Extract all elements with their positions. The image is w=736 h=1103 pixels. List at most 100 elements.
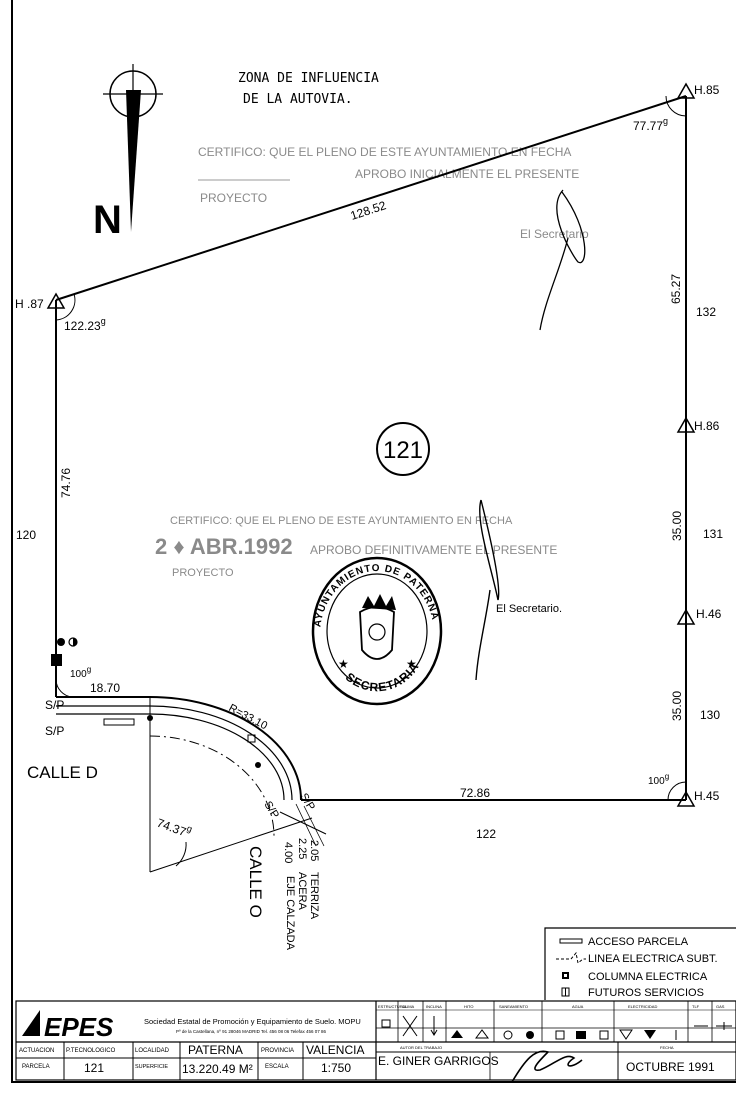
neighbor-131: 131 bbox=[703, 527, 723, 541]
dim-right-bot: 35.00 bbox=[670, 691, 684, 721]
water-icon bbox=[576, 1031, 586, 1039]
svg-text:AYUNTAMIENTO DE PATERNA: AYUNTAMIENTO DE PATERNA bbox=[312, 563, 440, 628]
hito-icon bbox=[451, 1030, 463, 1038]
vertex-triangle-icon bbox=[676, 416, 696, 433]
faint-date: 2 ♦ ABR.1992 bbox=[155, 534, 293, 559]
vertex-triangle-icon bbox=[676, 82, 696, 99]
dim-right-top: 65.27 bbox=[669, 274, 683, 304]
sp-label: S/P bbox=[45, 698, 64, 712]
hito-icon bbox=[475, 1029, 489, 1039]
svg-text:AGUA: AGUA bbox=[572, 1004, 584, 1009]
angle-sw: 100g bbox=[70, 665, 91, 680]
dim-bottom: 72.86 bbox=[460, 786, 490, 800]
future-services-marker-icon bbox=[247, 734, 256, 743]
street-section: 2.05 2.25 4.00 TERRIZA ACERA EJE CALZADA bbox=[282, 838, 320, 951]
incline-icon bbox=[430, 1016, 438, 1036]
gas-icon bbox=[716, 1022, 732, 1030]
svg-text:FUTUROS SERVICIOS: FUTUROS SERVICIOS bbox=[588, 987, 704, 999]
vertex-triangle-icon bbox=[676, 608, 696, 625]
cable-legend-icon bbox=[556, 951, 586, 964]
zone-label-line2: DE LA AUTOVIA. bbox=[243, 92, 353, 107]
water-icon bbox=[599, 1030, 609, 1040]
water-icon bbox=[555, 1030, 565, 1040]
svg-text:★: ★ bbox=[406, 657, 417, 671]
svg-text:SUPERFICIE: SUPERFICIE bbox=[135, 1064, 168, 1070]
svg-text:ACERA: ACERA bbox=[296, 872, 308, 911]
neighbor-130: 130 bbox=[700, 708, 720, 722]
svg-text:COLUMNA ELECTRICA: COLUMNA ELECTRICA bbox=[588, 971, 708, 983]
svg-text:ACCESO PARCELA: ACCESO PARCELA bbox=[588, 936, 689, 948]
north-needle-icon bbox=[126, 90, 141, 232]
structure-icon bbox=[381, 1019, 391, 1028]
vertex-h45: H.45 bbox=[694, 789, 720, 803]
dim-stub: 18.70 bbox=[90, 681, 120, 695]
vertex-h87: H .87 bbox=[15, 297, 44, 311]
svg-text:CLIMA: CLIMA bbox=[402, 1004, 415, 1009]
certificate-top: CERTIFICO: QUE EL PLENO DE ESTE AYUNTAMI… bbox=[198, 145, 589, 331]
neighbor-132: 132 bbox=[696, 305, 716, 319]
sp-label: S/P bbox=[261, 799, 281, 820]
sewer-icon bbox=[526, 1031, 534, 1039]
electric-column-icon bbox=[51, 654, 62, 666]
parcel-number-circle bbox=[376, 422, 430, 476]
neighbor-120: 120 bbox=[16, 528, 36, 542]
localidad-value: PATERNA bbox=[188, 1043, 243, 1057]
north-arrow: N bbox=[93, 64, 163, 242]
svg-text:PROYECTO: PROYECTO bbox=[200, 191, 267, 205]
street-d-label: CALLE D bbox=[27, 763, 98, 782]
svg-text:FECHA: FECHA bbox=[660, 1045, 674, 1050]
sp-label: S/P bbox=[45, 724, 64, 738]
parcel-boundary bbox=[55, 95, 687, 801]
svg-text:HITO: HITO bbox=[464, 1004, 473, 1009]
svg-text:AUTOR DEL TRABAJO: AUTOR DEL TRABAJO bbox=[400, 1045, 442, 1050]
svg-text:LOCALIDAD: LOCALIDAD bbox=[135, 1048, 170, 1054]
vertex-h86: H.86 bbox=[694, 419, 720, 433]
north-label: N bbox=[93, 198, 122, 242]
svg-text:2.25: 2.25 bbox=[296, 838, 308, 859]
vertex-triangle-icon bbox=[676, 790, 696, 807]
svg-text:LINEA ELECTRICA SUBT.: LINEA ELECTRICA SUBT. bbox=[588, 953, 718, 965]
svg-text:ELECTRICIDAD: ELECTRICIDAD bbox=[628, 1004, 657, 1009]
stamp-text-top: AYUNTAMIENTO DE PATERNA bbox=[312, 563, 439, 628]
certificate-mid: CERTIFICO: QUE EL PLENO DE ESTE AYUNTAMI… bbox=[155, 499, 562, 681]
dim-top: 128.52 bbox=[349, 198, 389, 223]
crown-icon bbox=[362, 594, 396, 610]
svg-text:INCLINA: INCLINA bbox=[426, 1004, 442, 1009]
neighbor-122: 122 bbox=[476, 827, 496, 841]
svg-text:El Secretario.: El Secretario. bbox=[496, 603, 562, 615]
parcel-number: 121 bbox=[383, 437, 423, 464]
svg-text:TLF: TLF bbox=[692, 1004, 700, 1009]
coat-of-arms-icon bbox=[359, 606, 395, 660]
svg-text:SANEAMIENTO: SANEAMIENTO bbox=[499, 1004, 528, 1009]
superficie-value: 13.220.49 M² bbox=[182, 1062, 253, 1076]
sheet-frame bbox=[11, 0, 736, 1083]
dim-left: 74.76 bbox=[59, 468, 73, 498]
vertex-triangle-icon bbox=[46, 292, 66, 309]
svg-text:★: ★ bbox=[338, 657, 349, 671]
provincia-value: VALENCIA bbox=[306, 1043, 364, 1057]
svg-text:El Secretario: El Secretario bbox=[520, 227, 589, 241]
zone-label-line1: ZONA DE INFLUENCIA bbox=[238, 71, 379, 86]
climate-icon bbox=[402, 1015, 418, 1037]
angle-h85: 77.77g bbox=[633, 116, 668, 133]
angle-h45: 100g bbox=[648, 772, 669, 787]
svg-text:EJE CALZADA: EJE CALZADA bbox=[284, 876, 296, 951]
electric-icon bbox=[644, 1030, 656, 1039]
street-curves bbox=[56, 697, 327, 873]
access-marker-icon bbox=[103, 718, 135, 726]
access-legend-icon bbox=[559, 938, 583, 944]
angle-arc: 74.37g bbox=[155, 813, 194, 841]
svg-text:4.00: 4.00 bbox=[282, 842, 294, 863]
angle-h87: 122.23g bbox=[64, 316, 106, 333]
sewer-icon bbox=[503, 1030, 513, 1040]
dim-right-mid: 35.00 bbox=[670, 511, 684, 541]
official-stamp: AYUNTAMIENTO DE PATERNA SECRETARIA ★ ★ bbox=[311, 556, 443, 706]
svg-text:APROBO INICIALMENTE EL PRESENT: APROBO INICIALMENTE EL PRESENTE bbox=[355, 167, 579, 181]
escala-value: 1:750 bbox=[321, 1061, 351, 1075]
svg-text:P.TECNOLOGICO: P.TECNOLOGICO bbox=[66, 1048, 116, 1054]
title-block: EPES Sociedad Estatal de Promoción y Equ… bbox=[15, 1000, 736, 1083]
vertex-h85: H.85 bbox=[694, 83, 720, 97]
epes-logo-icon bbox=[22, 1010, 40, 1036]
svg-text:CERTIFICO: QUE EL PLENO DE EST: CERTIFICO: QUE EL PLENO DE ESTE AYUNTAMI… bbox=[170, 515, 513, 527]
